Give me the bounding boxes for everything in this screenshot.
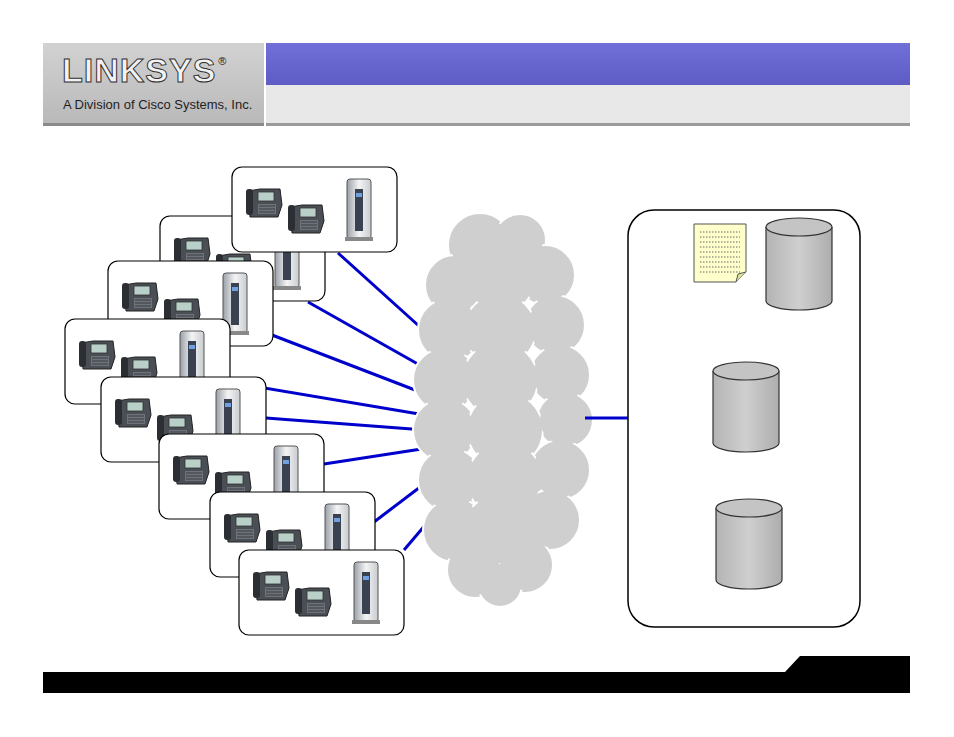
cloud-fill [533,348,587,402]
document-line [700,267,740,268]
ip-phone [253,572,289,600]
network-link [272,335,428,395]
database-cylinder [713,362,779,452]
ip-phone [173,456,209,484]
document-line [700,262,740,263]
card-outline [232,167,397,252]
uplink [585,417,629,420]
document-line [700,247,740,248]
document-line [700,272,740,273]
network-link [266,418,425,430]
cloud-fill [528,298,582,352]
database-cylinder [766,218,832,310]
network-link [324,448,428,464]
card-outline [239,550,404,635]
cylinder-top [716,499,782,517]
document-line [700,242,740,243]
cylinder-body [713,371,779,452]
data-center [628,210,860,627]
cylinder-top [766,218,832,236]
document-line [700,257,740,258]
document-line [700,232,740,233]
voip-gateway [352,562,380,624]
database-cylinder [716,499,782,589]
ip-phone [246,189,282,217]
internet-cloud [413,213,593,607]
subheader-shadow [265,123,910,126]
ip-phone [122,283,158,311]
cylinder-top [713,362,779,380]
footer-bar [43,656,910,693]
ip-phone [79,341,115,369]
tagline: A Division of Cisco Systems, Inc. [63,97,252,112]
document-line [700,252,740,253]
header-bar [265,43,910,85]
cloud-puff [537,392,593,448]
cylinder-body [766,227,832,310]
logo-box: LINKSYS® A Division of Cisco Systems, Inc… [43,43,264,126]
site-cards [65,167,404,635]
cylinder-body [716,508,782,589]
site-card [232,167,397,252]
brand-name: LINKSYS [62,53,216,87]
subheader-bar [265,85,910,125]
registered-mark: ® [218,55,226,67]
ip-phone [115,399,151,427]
cloud-fill [533,443,587,497]
document-line [700,237,740,238]
site-card [239,550,404,635]
cloud-puff [525,295,585,355]
config-document [694,224,746,282]
network-link [308,302,432,372]
ip-phone [295,588,331,616]
ip-phone [224,514,260,542]
cloud-fill [416,401,474,459]
cloud-fill [540,395,590,445]
cloud-fill [481,566,519,604]
ip-phone [288,205,324,233]
voip-gateway [345,179,373,241]
